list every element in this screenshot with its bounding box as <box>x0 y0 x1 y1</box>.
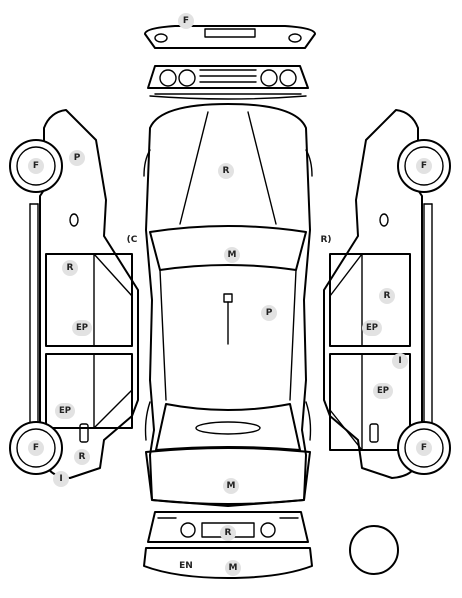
code-right-rear-wheel[interactable]: F <box>416 440 432 456</box>
code-left-rear-r[interactable]: R <box>74 449 90 465</box>
code-right-rear-i[interactable]: I <box>392 353 408 369</box>
code-rear-window[interactable]: M <box>223 478 239 494</box>
code-left-front-wheel[interactable]: F <box>28 158 44 174</box>
code-right-front-door-r[interactable]: R <box>379 288 395 304</box>
rear-bumper <box>143 547 313 579</box>
code-rear-bumper-m[interactable]: M <box>225 560 241 576</box>
code-left-front-fender[interactable]: P <box>69 150 85 166</box>
front-bumper <box>144 25 316 49</box>
code-right-rear-door-ep[interactable]: EP <box>373 383 393 399</box>
code-left-mirror[interactable]: (C <box>126 235 138 245</box>
code-front-bumper[interactable]: F <box>178 13 194 29</box>
spare-wheel <box>349 525 399 575</box>
code-left-mirror-label: C <box>130 235 138 245</box>
car-body-top <box>143 103 313 507</box>
code-left-front-door-r[interactable]: R <box>62 260 78 276</box>
code-rear-bumper-en[interactable]: EN <box>179 561 193 571</box>
code-windshield[interactable]: M <box>224 247 240 263</box>
code-left-rear-door-ep[interactable]: EP <box>55 403 75 419</box>
code-roof[interactable]: R <box>218 163 234 179</box>
code-hood[interactable]: P <box>261 305 277 321</box>
code-right-mirror-label: R <box>320 235 328 245</box>
code-rear-panel[interactable]: R <box>220 525 236 541</box>
code-left-rear-i[interactable]: I <box>53 471 69 487</box>
front-grille <box>147 65 309 100</box>
code-right-front-wheel[interactable]: F <box>416 158 432 174</box>
code-right-mirror[interactable]: R) <box>320 235 332 245</box>
code-left-front-door-ep[interactable]: EP <box>72 320 92 336</box>
code-left-rear-wheel[interactable]: F <box>28 440 44 456</box>
code-right-front-door-ep[interactable]: EP <box>362 320 382 336</box>
